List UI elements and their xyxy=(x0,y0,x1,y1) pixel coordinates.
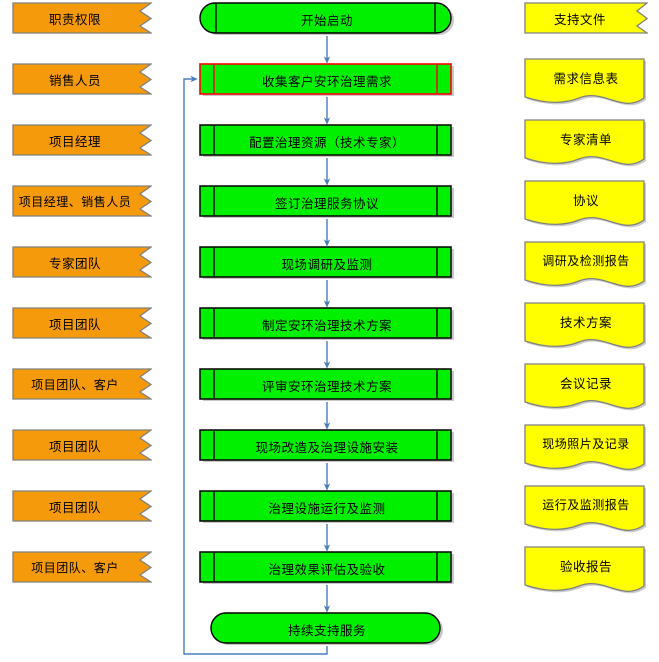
document-header-banner[interactable]: 支持文件 xyxy=(524,2,648,34)
process-step-end[interactable]: 持续支持服务 xyxy=(198,612,456,646)
document-8[interactable]: 运行及监测报告 xyxy=(524,485,648,537)
responsibility-banner-3[interactable]: 项目经理、销售人员 xyxy=(12,185,152,217)
document-9[interactable]: 验收报告 xyxy=(524,546,648,598)
document-6[interactable]: 会议记录 xyxy=(524,363,648,415)
process-step-start[interactable]: 开始启动 xyxy=(198,2,456,36)
process-step-3[interactable]: 签订治理服务协议 xyxy=(198,185,456,219)
document-4[interactable]: 调研及检测报告 xyxy=(524,241,648,293)
process-step-1[interactable]: 收集客户安环治理需求 xyxy=(198,63,456,97)
responsibility-banner-8[interactable]: 项目团队 xyxy=(12,490,152,522)
document-2[interactable]: 专家清单 xyxy=(524,119,648,171)
responsibility-banner-1[interactable]: 销售人员 xyxy=(12,63,152,95)
process-step-8[interactable]: 治理设施运行及监测 xyxy=(198,490,456,524)
process-step-7[interactable]: 现场改造及治理设施安装 xyxy=(198,429,456,463)
responsibility-banner-2[interactable]: 项目经理 xyxy=(12,124,152,156)
process-step-4[interactable]: 现场调研及监测 xyxy=(198,246,456,280)
document-1[interactable]: 需求信息表 xyxy=(524,58,648,110)
responsibility-banner-6[interactable]: 项目团队、客户 xyxy=(12,368,152,400)
process-step-9[interactable]: 治理效果评估及验收 xyxy=(198,551,456,585)
document-7[interactable]: 现场照片及记录 xyxy=(524,424,648,476)
document-3[interactable]: 协议 xyxy=(524,180,648,232)
responsibility-banner-5[interactable]: 项目团队 xyxy=(12,307,152,339)
responsibility-banner-0[interactable]: 职责权限 xyxy=(12,2,152,34)
responsibility-banner-9[interactable]: 项目团队、客户 xyxy=(12,551,152,583)
document-5[interactable]: 技术方案 xyxy=(524,302,648,354)
process-step-6[interactable]: 评审安环治理技术方案 xyxy=(198,368,456,402)
process-step-2[interactable]: 配置治理资源（技术专家） xyxy=(198,124,456,158)
responsibility-banner-7[interactable]: 项目团队 xyxy=(12,429,152,461)
process-step-5[interactable]: 制定安环治理技术方案 xyxy=(198,307,456,341)
responsibility-banner-4[interactable]: 专家团队 xyxy=(12,246,152,278)
